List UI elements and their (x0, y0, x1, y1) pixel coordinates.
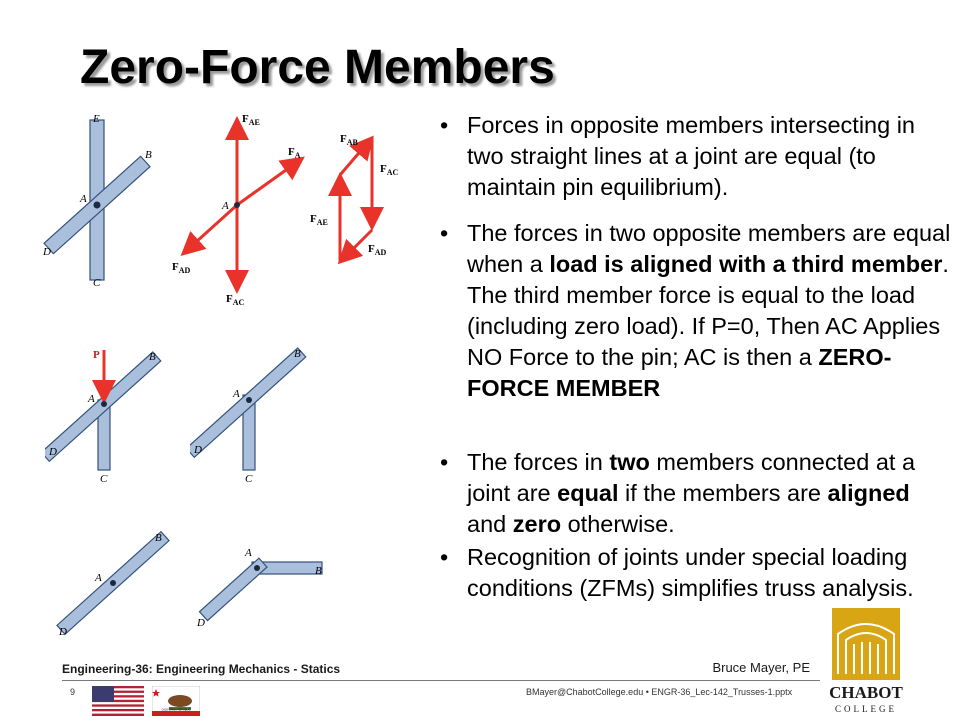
label-B-5: B (294, 348, 301, 360)
label-D-4: D (48, 446, 57, 458)
label-E: E (92, 113, 100, 125)
label-D: D (42, 246, 51, 258)
label-A-6: A (94, 572, 102, 584)
page-number: 9 (70, 687, 76, 697)
label-D-6: D (58, 626, 67, 638)
california-flag-icon: CALIFORNIA REPUBLIC (151, 685, 201, 717)
diagram-two-aligned: B A D (55, 525, 175, 640)
svg-text:COLLEGE: COLLEGE (835, 704, 897, 714)
label-P: P (93, 349, 100, 361)
svg-text:CHABOT: CHABOT (829, 683, 903, 702)
label-F-AB: FAB (340, 133, 359, 147)
label-F-AD-polygon: FAD (368, 243, 387, 257)
footer-divider (62, 680, 820, 681)
slide-title: Zero-Force Members (80, 41, 555, 94)
label-F-A: FA (288, 146, 301, 160)
diagram-two-nonaligned: A B D (195, 540, 335, 630)
label-B-6: B (155, 532, 162, 544)
label-C-5: C (245, 473, 253, 485)
label-C: C (93, 277, 101, 289)
label-B-4: B (149, 351, 156, 363)
diagram-zero-load: B A D C (190, 345, 330, 490)
diagram-force-polygon: FAB FAC FAE FAD (300, 120, 410, 280)
footer-author: Bruce Mayer, PE (712, 660, 810, 675)
label-F-AC: FAC (226, 293, 245, 307)
footer-course: Engineering-36: Engineering Mechanics - … (62, 662, 341, 676)
chabot-college-logo: CHABOT COLLEGE (826, 604, 906, 716)
svg-text:CALIFORNIA REPUBLIC: CALIFORNIA REPUBLIC (161, 708, 190, 712)
label-A-joint: A (221, 200, 229, 212)
label-C-4: C (100, 473, 108, 485)
label-D-7: D (196, 617, 205, 629)
label-A-5: A (232, 388, 240, 400)
label-F-AE-polygon: FAE (310, 213, 328, 227)
diagram-load-aligned: P B A D C (45, 340, 185, 490)
us-flag-icon (92, 686, 144, 716)
bullet-1: Forces in opposite members intersecting … (440, 110, 955, 203)
label-A-4: A (87, 393, 95, 405)
label-F-AC-polygon: FAC (380, 163, 399, 177)
footer-email: BMayer@ChabotCollege.edu • ENGR-36_Lec-1… (526, 687, 793, 697)
bullet-4: Recognition of joints under special load… (440, 542, 955, 604)
diagram-free-body-forces: FAE FA A FAD FAC (170, 110, 330, 310)
label-B-7: B (315, 565, 322, 577)
label-A-7: A (244, 547, 252, 559)
label-A: A (79, 193, 87, 205)
bullet-2: The forces in two opposite members are e… (440, 218, 955, 404)
label-D-5: D (193, 444, 202, 456)
diagram-crossing-members: E B A D C (40, 110, 180, 290)
label-F-AE-top: FAE (242, 113, 260, 127)
bullet-3: The forces in two members connected at a… (440, 447, 955, 540)
label-B: B (145, 149, 152, 161)
label-F-AD: FAD (172, 261, 191, 275)
